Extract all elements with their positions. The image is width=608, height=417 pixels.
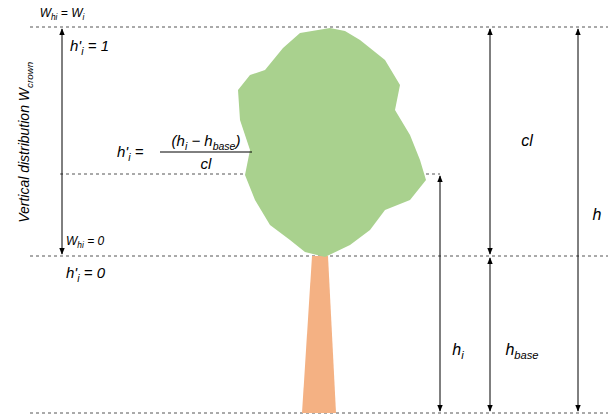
crown-length-arrow	[490, 29, 491, 254]
crown-distribution-arrow	[62, 29, 63, 254]
formula-numerator: (hi − hbase)	[172, 133, 241, 149]
tree-trunk	[302, 256, 336, 413]
bottom-weight-label: Whi = 0	[66, 235, 104, 248]
relative-height-bottom: h'i = 0	[66, 265, 105, 281]
tree-height-label: h	[593, 207, 602, 224]
base-height-label: hbase	[505, 342, 538, 359]
fraction-bar	[160, 152, 252, 153]
relative-height-top: h'i = 1	[70, 38, 109, 54]
top-reference-line	[30, 27, 608, 28]
tree-crown	[238, 28, 426, 257]
vertical-distribution-label: Vertical distribution Wcrown	[17, 62, 32, 223]
tree-height-arrow	[578, 29, 579, 411]
height-i-label: hi	[452, 342, 463, 359]
relative-height-formula: h'i =	[117, 144, 144, 160]
height-i-arrow	[440, 176, 441, 411]
base-height-arrow	[490, 258, 491, 411]
crown-length-label: cl	[521, 133, 533, 150]
formula-denominator: cl	[201, 156, 212, 172]
top-weight-label: Whi = Wi	[40, 7, 85, 20]
